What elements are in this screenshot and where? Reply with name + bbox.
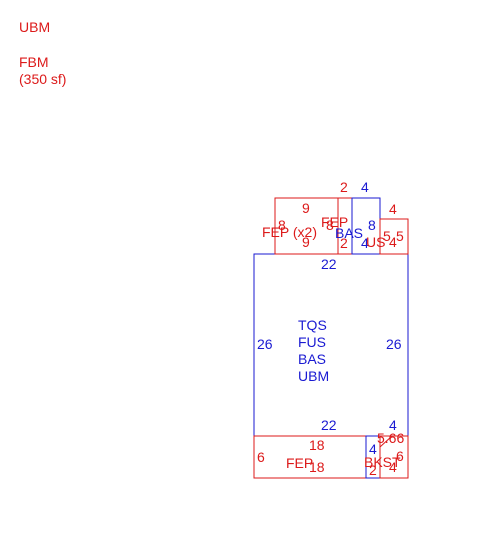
main-code-4: UBM (298, 368, 329, 384)
top-right-red-side-a: 5 (383, 228, 391, 244)
top-blue-top-dim: 4 (361, 179, 369, 195)
top-blue-right-dim: 8 (368, 217, 376, 233)
top-left-porch-top-dim: 9 (302, 200, 310, 216)
main-left-dim: 26 (257, 336, 273, 352)
bottom-right-red-top-dim: 4 (389, 417, 397, 433)
top-left-porch-bottom-dim: 9 (302, 234, 310, 250)
main-code-3: BAS (298, 351, 326, 367)
top-small-red-bottom-dim: 2 (340, 235, 348, 251)
top-left-porch-label: FEP (x2) (262, 224, 317, 240)
bottom-right-red-outline (379, 435, 409, 479)
bottom-right-red-right-dim: 6 (396, 448, 404, 464)
top-left-porch-left-dim: 8 (278, 217, 286, 233)
bottom-porch-bottom-dim: 18 (309, 459, 325, 475)
main-area-outline (253, 253, 409, 437)
bottom-right-red-bottom-dim: 4 (389, 459, 397, 475)
top-right-red-label: US (366, 234, 385, 250)
legend-line-2: FBM (19, 54, 49, 70)
main-top-dim: 22 (321, 256, 337, 272)
top-right-red-top-dim: 4 (389, 201, 397, 217)
bottom-right-red-chamfer (379, 435, 393, 448)
legend-line-3: (350 sf) (19, 71, 66, 87)
top-small-red-top-dim: 2 (340, 179, 348, 195)
bottom-porch-label: FEP (286, 455, 313, 471)
main-bottom-dim: 22 (321, 417, 337, 433)
main-right-dim: 26 (386, 336, 402, 352)
top-left-porch-right-dim: 8 (326, 217, 334, 233)
top-blue-label: BAS (335, 225, 363, 241)
bottom-porch-top-dim: 18 (309, 437, 325, 453)
top-right-red-outline (379, 218, 409, 255)
main-code-1: TQS (298, 317, 327, 333)
bottom-right-blue-bottom-dim: 2 (369, 462, 377, 478)
bottom-porch-left-dim: 6 (257, 449, 265, 465)
bottom-right-blue-top-dim: 4 (369, 441, 377, 457)
top-blue-bottom-dim: 4 (361, 235, 369, 251)
bottom-right-red-label: BKST (364, 454, 401, 470)
legend-line-1: UBM (19, 19, 50, 35)
main-code-2: FUS (298, 334, 326, 350)
top-small-red-label: FEP (321, 214, 348, 230)
top-right-red-side-b: 5 (396, 228, 404, 244)
bottom-right-red-diag-dim: 5.66 (377, 430, 404, 446)
top-right-red-bottom-dim: 4 (389, 234, 397, 250)
